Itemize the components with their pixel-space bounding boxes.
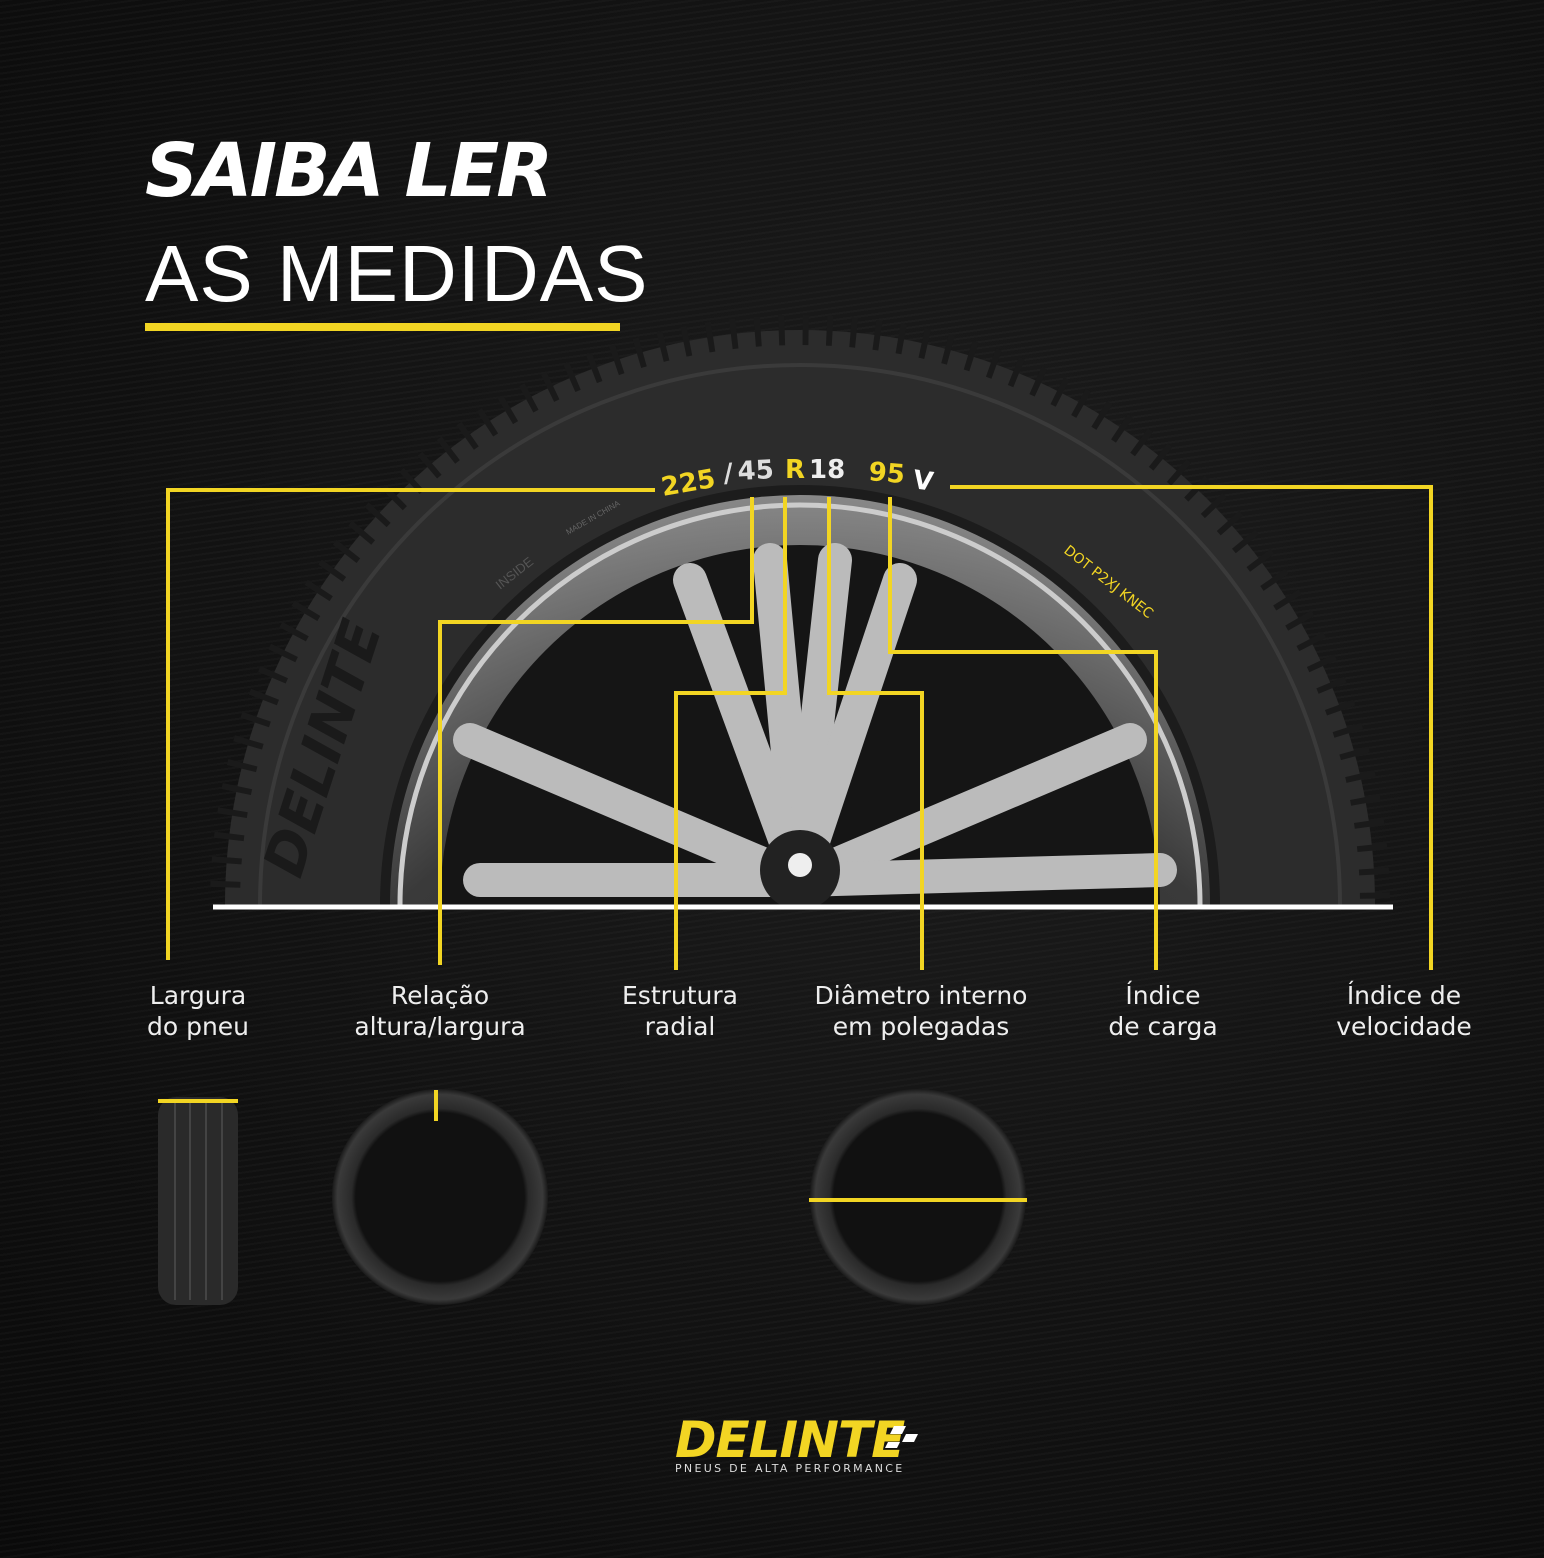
connector-lines (166, 485, 1433, 970)
label-line: em polegadas (832, 1012, 1010, 1041)
label-line: Estrutura (622, 981, 738, 1010)
label-line: de carga (1108, 1012, 1218, 1041)
connector-load (888, 497, 1158, 970)
delinte-logo: DELINTE PNEUS DE ALTA PERFORMANCE (675, 1414, 925, 1475)
connector-diameter (827, 497, 924, 970)
label-line: Índice de (1346, 981, 1462, 1010)
label-line: do pneu (146, 1012, 250, 1041)
label-line: velocidade (1336, 1012, 1472, 1041)
checkered-flag-icon (885, 1426, 918, 1448)
label-line: Índice (1125, 981, 1201, 1010)
connector-speed (950, 485, 1433, 970)
tire-ring-diameter (809, 1089, 1027, 1305)
tire-ring-ratio (332, 1089, 548, 1305)
connector-ratio (438, 497, 754, 965)
title-line-1: SAIBA LER (145, 128, 553, 214)
tire-photo: DELINTE INSIDE MADE IN CHINA 225 / 45 R … (210, 315, 1390, 905)
label-line: Relação (390, 981, 490, 1010)
code-ratio: 45 (737, 455, 775, 487)
label-line: altura/largura (354, 1012, 526, 1041)
logo-tagline: PNEUS DE ALTA PERFORMANCE (675, 1462, 905, 1475)
tire-side-view (158, 1097, 238, 1305)
code-load: 95 (867, 457, 906, 490)
wheel-spokes (453, 543, 1177, 897)
code-construction: R (785, 455, 805, 485)
code-rim: 18 (809, 455, 845, 485)
connector-width (166, 488, 655, 960)
label-line: Largura (149, 981, 247, 1010)
code-slash: / (722, 458, 734, 489)
label-line: Diâmetro interno (814, 981, 1028, 1010)
logo-wordmark: DELINTE (675, 1411, 905, 1469)
title-underline (145, 323, 620, 331)
title-line-2: AS MEDIDAS (145, 229, 649, 318)
connector-structure (674, 497, 787, 970)
code-speed: V (911, 465, 935, 498)
label-line: radial (644, 1012, 716, 1041)
